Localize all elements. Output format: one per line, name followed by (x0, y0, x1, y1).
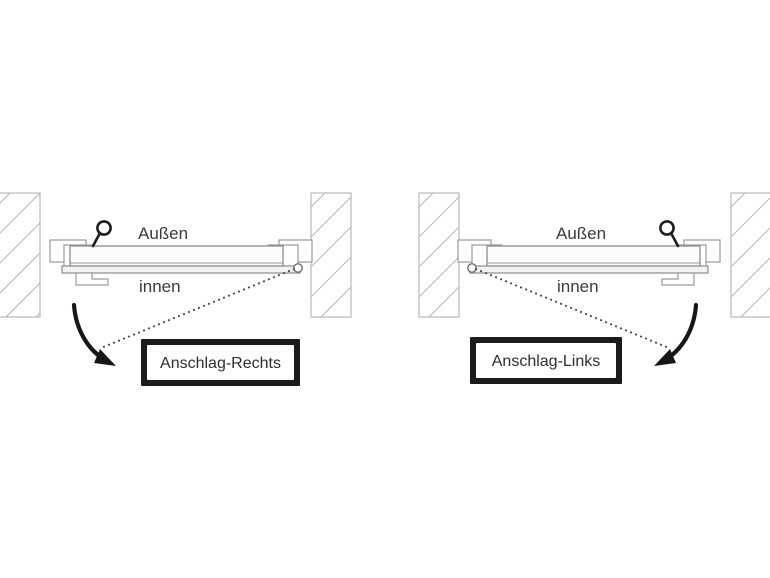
hinge-point-icon (467, 263, 477, 273)
wall-right-icon (730, 192, 770, 318)
swing-arrow-icon (71, 302, 116, 366)
door-handle-icon (91, 220, 112, 248)
caption-anschlag-links: Anschlag-Links (470, 337, 622, 384)
inside-label: innen (557, 277, 599, 296)
door-handle-icon (659, 220, 680, 248)
leader-line-icon (475, 268, 670, 349)
leader-line-icon (100, 268, 295, 349)
wall-right-icon (310, 192, 352, 318)
wall-left-icon (418, 192, 460, 318)
panel-anschlag-links: Außen innen Anschlag-Links (418, 192, 770, 384)
door-assembly (457, 239, 721, 286)
caption-label: Anschlag-Rechts (160, 355, 281, 372)
outside-label: Außen (138, 224, 188, 243)
caption-anschlag-rechts: Anschlag-Rechts (141, 339, 300, 386)
caption-label: Anschlag-Links (492, 353, 601, 370)
hinge-point-icon (293, 263, 303, 273)
inside-label: innen (139, 277, 181, 296)
swing-arrow-icon (654, 302, 699, 366)
panel-anschlag-rechts: Außen innen Anschlag-Rechts (0, 192, 352, 386)
door-assembly (49, 239, 313, 286)
wall-left-icon (0, 192, 41, 318)
outside-label: Außen (556, 224, 606, 243)
